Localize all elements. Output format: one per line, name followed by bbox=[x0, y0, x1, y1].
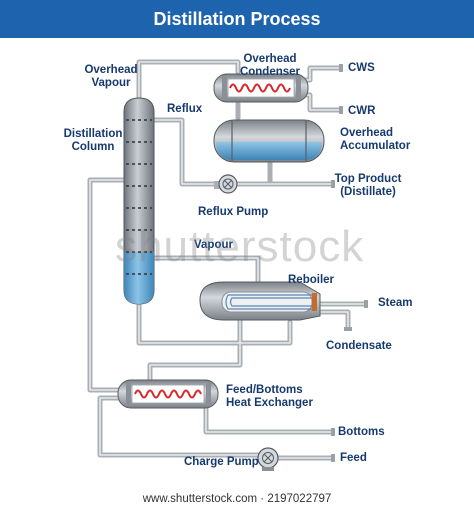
label-charge-pump: Charge Pump bbox=[184, 456, 259, 468]
condenser-coil bbox=[229, 83, 291, 93]
label-reflux-pump: Reflux Pump bbox=[198, 206, 269, 218]
diagram-title: Distillation Process bbox=[153, 9, 321, 29]
label-condensate: Condensate bbox=[326, 340, 392, 352]
accumulator-liquid bbox=[216, 142, 322, 160]
source-credit: www.shutterstock.com · 2197022797 bbox=[142, 493, 332, 505]
label-vapour: Vapour bbox=[194, 239, 233, 251]
reboiler-tube-bundle bbox=[225, 294, 312, 310]
condensate-outlet-pipe bbox=[317, 309, 351, 331]
pipe-outlets bbox=[331, 64, 368, 462]
label-steam: Steam bbox=[378, 297, 413, 309]
feed-inlet-pipe bbox=[87, 177, 127, 393]
heat-exchanger-coil bbox=[134, 389, 202, 399]
overhead-accumulator bbox=[213, 119, 325, 163]
column-liquid bbox=[124, 252, 154, 304]
label-overhead-vapour: Overhead Vapour bbox=[84, 64, 138, 89]
overhead-condenser bbox=[213, 73, 309, 103]
title-bar bbox=[0, 0, 474, 38]
column-trays bbox=[126, 119, 152, 275]
label-reboiler: Reboiler bbox=[288, 274, 335, 286]
feed-bottoms-heat-exchanger bbox=[117, 379, 219, 409]
label-bottoms: Bottoms bbox=[338, 426, 385, 438]
reboiler bbox=[199, 281, 321, 321]
reflux-pipe bbox=[151, 117, 219, 187]
label-distillation-column: Distillation Column bbox=[63, 128, 123, 153]
label-overhead-condenser: Overhead Condenser bbox=[239, 53, 301, 78]
cwr-pipe bbox=[297, 92, 343, 113]
label-cwr: CWR bbox=[348, 105, 376, 117]
reflux-pump bbox=[214, 174, 238, 194]
label-reflux: Reflux bbox=[167, 103, 203, 115]
label-top-product: Top Product (Distillate) bbox=[334, 173, 402, 198]
label-cws: CWS bbox=[348, 62, 375, 74]
reboiler-to-hx-pipe bbox=[147, 317, 243, 385]
distillation-column bbox=[123, 97, 155, 305]
label-feed-bottoms-heat-exchanger: Feed/Bottoms Heat Exchanger bbox=[226, 384, 313, 409]
charge-pump bbox=[257, 447, 279, 471]
label-feed: Feed bbox=[340, 452, 367, 464]
label-overhead-accumulator: Overhead Accumulator bbox=[340, 127, 411, 152]
watermark: shutterstock bbox=[115, 222, 365, 271]
